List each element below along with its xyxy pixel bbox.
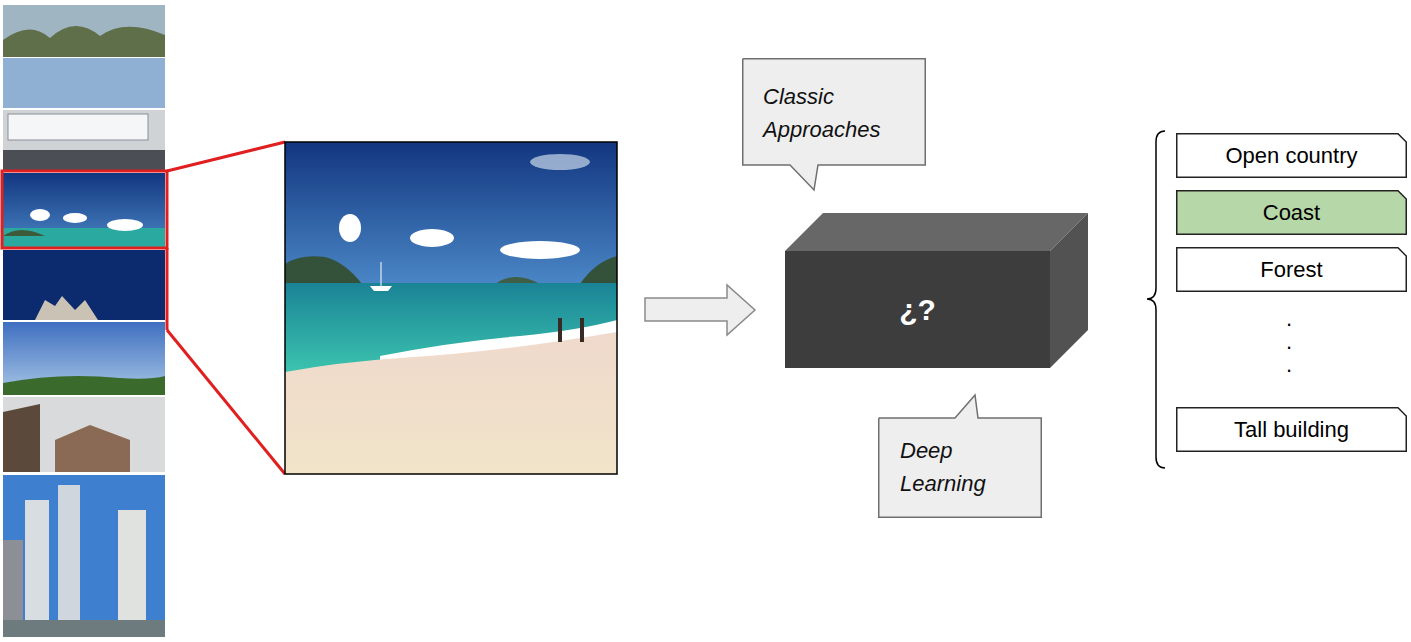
callout-text: Classic Approaches: [763, 80, 913, 146]
cube-front: [785, 251, 1050, 368]
cube-side: [1050, 213, 1088, 368]
island: [495, 277, 540, 284]
thumb-trees: [3, 26, 165, 57]
cube-text-holder: ¿?: [785, 251, 1050, 368]
zoom-line: [167, 330, 285, 474]
thumb-sign: [8, 114, 148, 140]
ellipsis-dot: .: [1286, 354, 1292, 376]
thumb-tower: [3, 540, 23, 620]
thumb-hill: [3, 376, 165, 395]
thumb-building: [3, 110, 165, 170]
thumb-coast-sea: [3, 228, 165, 247]
thumb-tower: [118, 510, 146, 620]
class-box: Forest: [1176, 247, 1407, 292]
ellipsis-dot: .: [1286, 308, 1292, 330]
class-box: Coast: [1176, 190, 1407, 235]
class-label: Tall building: [1186, 416, 1397, 443]
island: [285, 256, 362, 284]
thumb-forest: [3, 5, 165, 57]
class-label: Open country: [1186, 142, 1397, 169]
thumb-water: [3, 620, 165, 637]
sky: [285, 142, 617, 284]
class-shape: [1177, 408, 1407, 452]
boat: [370, 286, 392, 291]
input-arrow: [645, 285, 755, 335]
class-text-holder: Coast: [1176, 190, 1407, 235]
zoom-line: [167, 142, 285, 171]
ellipsis-dot: .: [1286, 331, 1292, 353]
thumb-cloud: [63, 213, 87, 223]
person: [580, 318, 584, 342]
callout-shape: [743, 59, 926, 190]
beach-picture: [285, 142, 617, 474]
class-shape: [1177, 191, 1407, 235]
cube-top: [785, 213, 1088, 251]
thumb-rocks: [35, 296, 98, 320]
callout-box: Classic Approaches: [742, 58, 926, 190]
class-label: Coast: [1186, 199, 1397, 226]
selection-box: [2, 171, 167, 248]
thumb-tower: [58, 485, 80, 620]
thumb-tall-building: [3, 475, 165, 637]
thumb-cloud: [30, 209, 50, 221]
thumb-mountain: [3, 250, 165, 320]
thumb-tower: [25, 500, 49, 620]
class-box: Open country: [1176, 133, 1407, 178]
model-text: ¿?: [899, 293, 936, 326]
callout-text-holder: Deep Learning: [900, 434, 1012, 500]
cloud: [500, 241, 580, 259]
thumb-cloud: [107, 219, 143, 231]
zoom-line: [166, 248, 169, 330]
cloud: [339, 214, 361, 242]
model-box: ¿?: [785, 213, 1088, 368]
curly-bracket: [1147, 131, 1165, 468]
person: [558, 318, 562, 342]
class-text-holder: Tall building: [1176, 407, 1407, 452]
island: [580, 256, 617, 284]
thumb-street: [3, 397, 165, 472]
class-text-holder: Open country: [1176, 133, 1407, 178]
thumbnail-strip: [3, 5, 165, 637]
callout-shape: [879, 395, 1042, 517]
class-label: Forest: [1186, 256, 1397, 283]
callout-text-holder: Classic Approaches: [763, 80, 913, 146]
callout-text: Deep Learning: [900, 434, 1012, 500]
class-box: Tall building: [1176, 407, 1407, 452]
node-outline: [785, 213, 1088, 368]
thumb-island: [3, 230, 45, 236]
thumb-house: [3, 404, 40, 472]
picture-frame: [285, 142, 617, 474]
sand: [285, 332, 617, 474]
thumb-house: [55, 425, 130, 472]
class-text-holder: Forest: [1176, 247, 1407, 292]
cloud: [530, 154, 590, 170]
class-shape: [1177, 248, 1407, 292]
callout-box: Deep Learning: [878, 395, 1042, 518]
thumb-coast: [3, 173, 165, 247]
class-shape: [1177, 134, 1407, 178]
thumb-sky: [3, 58, 165, 108]
thumb-open-country: [3, 322, 165, 395]
thumb-entrance: [3, 150, 165, 170]
boat-mast: [381, 262, 382, 286]
cloud: [410, 229, 454, 247]
